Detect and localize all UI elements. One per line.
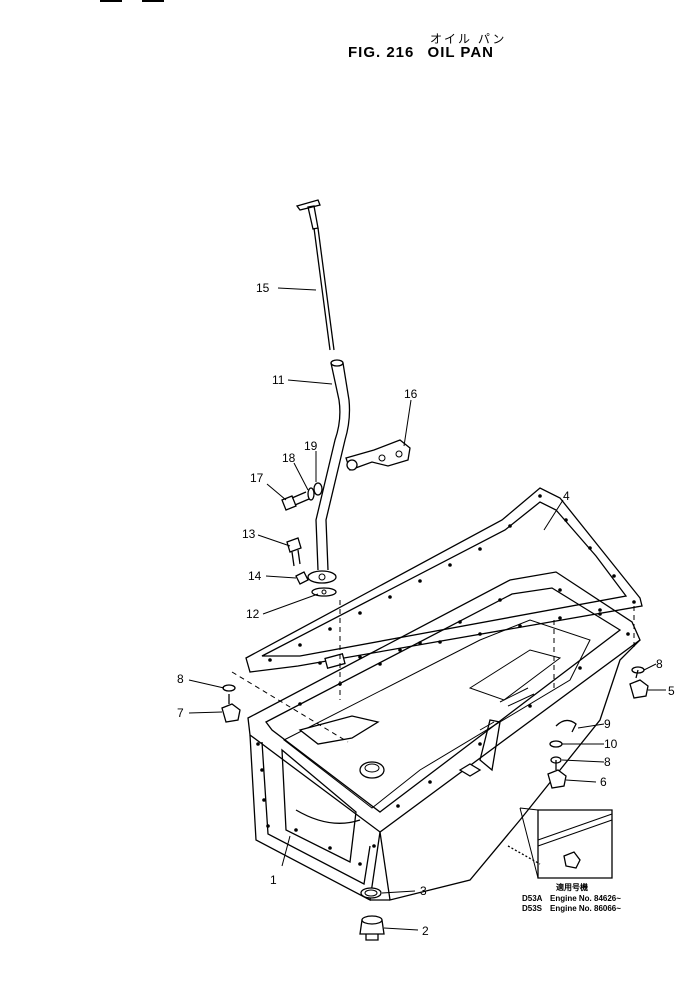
callout-4: 4 [563, 489, 570, 503]
bolt-5 [629, 669, 649, 699]
applicability-model-1: D53A [522, 894, 543, 903]
figure-number: FIG. 216 [348, 44, 415, 61]
dipstick [295, 199, 335, 351]
callout-2: 2 [422, 924, 429, 938]
bolt-13 [286, 537, 302, 567]
callout-labels: 15 11 16 19 18 17 13 14 12 4 8 7 8 5 9 1… [177, 281, 675, 938]
bolt-7 [221, 694, 241, 723]
scan-mark [142, 0, 164, 2]
callout-6: 6 [600, 775, 607, 789]
hidden-line [231, 671, 349, 743]
bolt-17 [281, 482, 323, 511]
bolt-6 [547, 760, 567, 789]
scan-mark [100, 0, 122, 2]
applicability-engine-2: Engine No. 86066~ [550, 904, 621, 913]
applicability-engine-1: Engine No. 84626~ [550, 894, 621, 903]
callout-8-left: 8 [177, 672, 184, 686]
title-kana: オイル パン [430, 32, 507, 46]
callout-7: 7 [177, 706, 184, 720]
callout-19: 19 [304, 439, 318, 453]
figure-name: OIL PAN [427, 44, 494, 61]
dipstick-guide-tube [315, 359, 351, 571]
washer-8-left [222, 684, 236, 692]
callout-3: 3 [420, 884, 427, 898]
callout-18: 18 [282, 451, 296, 465]
applicability-note: 適用号機 D53A Engine No. 84626~ D53S Engine … [522, 882, 621, 913]
callout-8-right: 8 [656, 657, 663, 671]
figure-title: FIG. 216 OIL PAN [348, 44, 502, 61]
detail-inset [519, 807, 613, 879]
drain-plug [359, 915, 385, 941]
callout-16: 16 [404, 387, 418, 401]
washer-10 [549, 740, 563, 748]
leader-lines [188, 287, 666, 931]
callout-5: 5 [668, 684, 675, 698]
callout-11: 11 [272, 373, 285, 387]
oil-pan [247, 571, 641, 902]
callout-14: 14 [248, 569, 262, 583]
clip-9 [555, 719, 577, 733]
applicability-model-2: D53S [522, 904, 543, 913]
callout-1: 1 [270, 873, 277, 887]
callout-17: 17 [250, 471, 264, 485]
callout-15: 15 [256, 281, 270, 295]
gasket-holes [268, 494, 636, 665]
tube-bracket [345, 439, 411, 471]
pan-flange-holes [256, 588, 630, 866]
callout-8-lower: 8 [604, 755, 611, 769]
callout-13: 13 [242, 527, 256, 541]
callout-12: 12 [246, 607, 260, 621]
applicability-header: 適用号機 [556, 882, 588, 892]
drain-seal [360, 887, 382, 899]
tube-flange [295, 570, 337, 597]
callout-10: 10 [604, 737, 618, 751]
callout-9-label: 9 [604, 717, 611, 731]
